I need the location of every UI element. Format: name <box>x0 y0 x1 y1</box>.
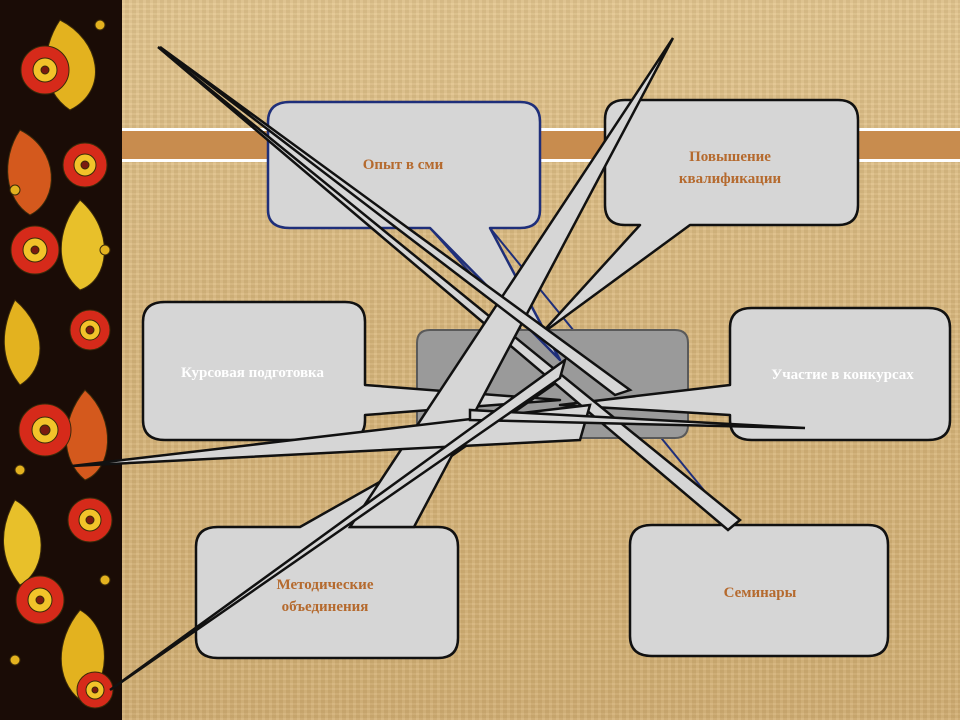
node-methodical-associations-label: Методические объединения <box>276 577 374 615</box>
spike-top-left <box>157 46 742 532</box>
khokhloma-ornament <box>0 0 122 720</box>
node-course-training-label: Курсовая подготовка <box>181 365 324 381</box>
node-seminars-shape <box>628 523 890 658</box>
node-qualification-shape <box>538 98 860 337</box>
spike-right <box>468 408 806 430</box>
spike-top-right <box>347 37 675 529</box>
node-competitions-label: Участие в конкурсах <box>771 367 914 383</box>
node-competitions-shape <box>558 306 952 442</box>
spike-top-left-2 <box>159 45 633 397</box>
node-media-experience-label: Опыт в сми <box>362 157 444 173</box>
node-qualification-label: Повышение квалификации <box>678 149 782 187</box>
node-methodical-associations-shape <box>194 378 562 660</box>
node-seminars-label: Семинары <box>723 585 797 601</box>
spike-bottom-left <box>109 356 568 692</box>
